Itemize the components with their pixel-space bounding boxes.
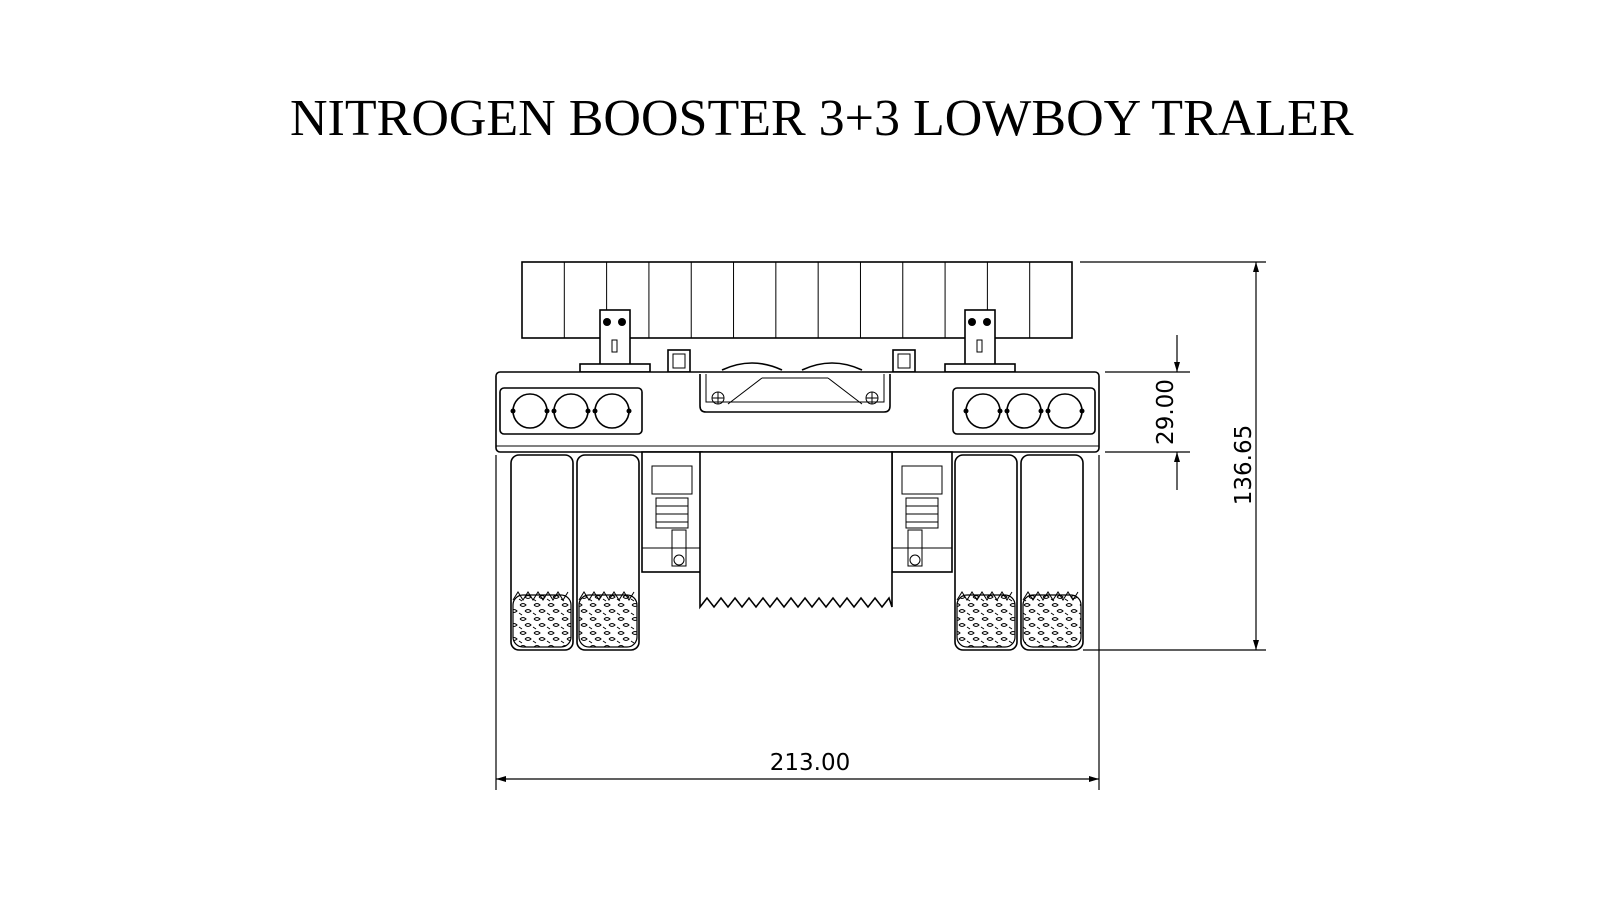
right-tail-light-cluster: [952, 387, 1096, 435]
overall-width-dimension: 213.00: [495, 455, 1100, 790]
overall-height-dimension: 136.65: [1080, 261, 1266, 651]
frame-height-label: 29.00: [1153, 379, 1179, 445]
right-outer-wheel: [1020, 454, 1084, 651]
center-hitch-detail: [667, 349, 916, 373]
right-inner-wheel: [954, 454, 1018, 651]
right-mount-bracket: [944, 309, 1016, 373]
frame-height-dimension: 29.00: [1105, 335, 1190, 490]
drawing-title: NITROGEN BOOSTER 3+3 LOWBOY TRALER: [290, 90, 1354, 147]
right-suspension: [891, 451, 953, 573]
left-suspension: [641, 451, 703, 573]
overall-height-label: 136.65: [1231, 425, 1257, 505]
left-inner-wheel: [576, 454, 640, 651]
left-outer-wheel: [510, 454, 574, 651]
left-mount-bracket: [579, 309, 651, 373]
overall-width-label: 213.00: [770, 750, 850, 776]
center-mud-flap: [699, 451, 893, 610]
left-tail-light-cluster: [499, 387, 643, 435]
rear-frame-beam: [495, 371, 1100, 453]
